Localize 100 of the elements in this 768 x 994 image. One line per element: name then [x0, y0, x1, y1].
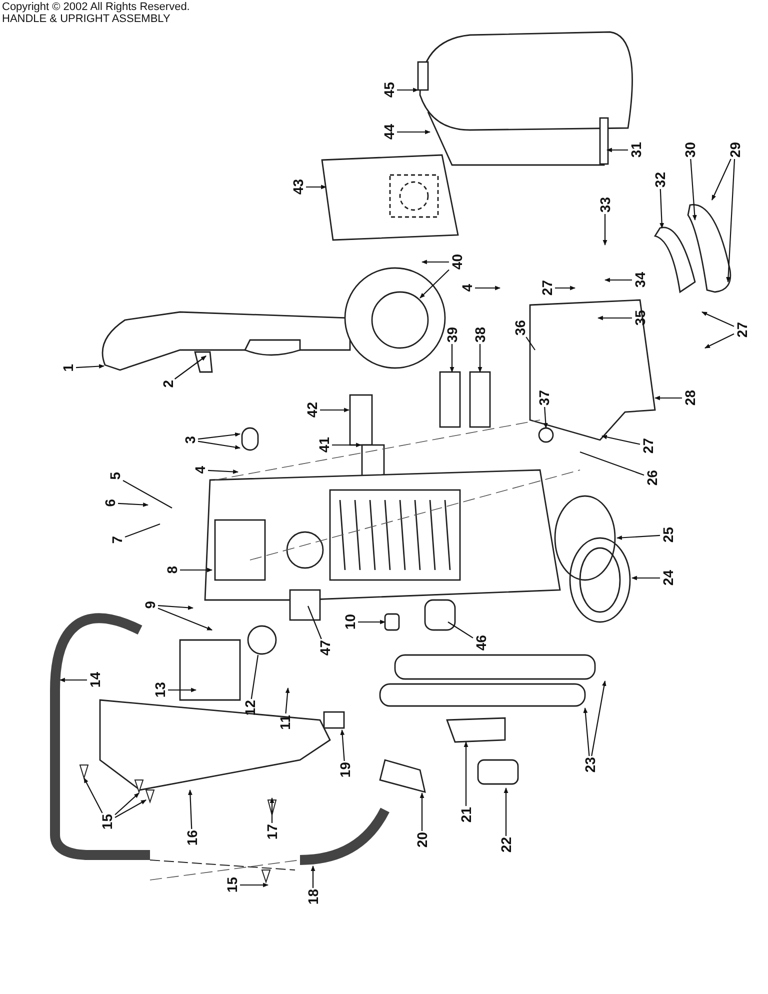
leader-line [320, 408, 350, 412]
leader-line [448, 622, 474, 638]
leader-line [122, 480, 172, 508]
leader-line [174, 356, 206, 380]
callout-number: 15 [225, 877, 239, 893]
callout-number: 17 [265, 824, 279, 840]
leader-line [580, 451, 644, 476]
leader-line [397, 88, 419, 92]
leader-line [118, 502, 149, 507]
leader-line [712, 158, 732, 200]
callout-number: 29 [728, 142, 742, 158]
leader-line [478, 344, 482, 373]
leader-line [631, 576, 660, 580]
callout-number: 6 [103, 499, 117, 507]
callout-number: 27 [540, 280, 554, 296]
callout-number: 4 [460, 284, 474, 292]
callout-number: 30 [683, 142, 697, 158]
leader-line [114, 792, 140, 816]
leader-line [450, 344, 454, 373]
callout-number: 36 [513, 320, 527, 336]
callout-number: 41 [317, 437, 331, 453]
leader-line [168, 688, 197, 692]
leader-line [180, 568, 213, 572]
leader-line [340, 729, 345, 762]
callout-number: 26 [645, 470, 659, 486]
leader-line [285, 687, 290, 714]
leader-line [76, 364, 105, 368]
leader-line [188, 789, 192, 830]
leader-line [583, 707, 590, 756]
callout-number: 10 [343, 614, 357, 630]
leader-line [420, 269, 450, 298]
callout-number: 40 [450, 254, 464, 270]
leader-line [543, 406, 548, 429]
callout-number: 39 [445, 327, 459, 343]
callout-number: 19 [338, 762, 352, 778]
callout-number: 8 [165, 566, 179, 574]
copyright-notice: Copyright © 2002 All Rights Reserved. [2, 1, 190, 13]
callout-number: 11 [278, 714, 292, 730]
callout-number: 20 [415, 832, 429, 848]
leader-line [606, 148, 628, 152]
leader-line [240, 882, 269, 888]
leader-line [726, 158, 736, 283]
callout-number: 47 [318, 640, 332, 656]
leader-line [597, 316, 632, 320]
leader-line [654, 396, 682, 400]
leader-line [59, 678, 87, 682]
diagram-title: HANDLE & UPRIGHT ASSEMBLY [2, 13, 170, 25]
callout-number: 3 [183, 436, 197, 444]
leader-line [358, 620, 386, 624]
callout-number: 27 [735, 322, 749, 338]
leader-line [198, 432, 241, 440]
leader-line [124, 523, 160, 538]
leader-line [270, 797, 274, 823]
callout-number: 25 [661, 527, 675, 543]
leader-line [250, 654, 259, 700]
leader-line [660, 188, 664, 229]
leader-line [114, 800, 146, 818]
leader-line [526, 336, 536, 350]
leader-line [306, 184, 327, 190]
callout-number: 5 [108, 472, 122, 480]
leader-line [397, 130, 431, 134]
leader-line [307, 606, 322, 640]
callout-number: 28 [683, 390, 697, 406]
leader-line [702, 312, 734, 327]
leader-line [475, 286, 501, 290]
leader-line [704, 333, 734, 348]
callout-number: 16 [185, 830, 199, 846]
callout-number: 46 [474, 635, 488, 651]
leader-line [601, 434, 640, 445]
callout-number: 15 [100, 814, 114, 830]
leader-line [158, 605, 194, 610]
callout-number: 32 [653, 172, 667, 188]
callout-number: 4 [193, 466, 207, 474]
leader-line [464, 741, 468, 806]
callout-number: 2 [161, 380, 175, 388]
leader-line [158, 608, 212, 630]
callout-number: 12 [243, 700, 257, 716]
leader-line [198, 440, 241, 450]
callout-number: 31 [629, 142, 643, 158]
leader-line [84, 778, 103, 814]
callout-number: 24 [661, 570, 675, 586]
callout-number: 1 [61, 364, 75, 372]
callout-number: 33 [598, 197, 612, 213]
callout-number: 21 [459, 807, 473, 823]
callout-number: 44 [382, 124, 396, 140]
callout-number: 7 [110, 536, 124, 544]
callout-number: 42 [305, 402, 319, 418]
callout-number: 37 [537, 390, 551, 406]
callout-number: 14 [88, 672, 102, 688]
leader-line [690, 158, 697, 221]
callout-number: 45 [382, 82, 396, 98]
callout-number: 22 [499, 837, 513, 853]
callout-number: 34 [633, 272, 647, 288]
callout-number: 38 [473, 327, 487, 343]
leader-line [555, 286, 576, 290]
callout-number: 9 [143, 601, 157, 609]
callout-number: 13 [153, 682, 167, 698]
leader-line [421, 260, 449, 264]
leader-line [591, 680, 606, 756]
leader-line [208, 470, 239, 474]
